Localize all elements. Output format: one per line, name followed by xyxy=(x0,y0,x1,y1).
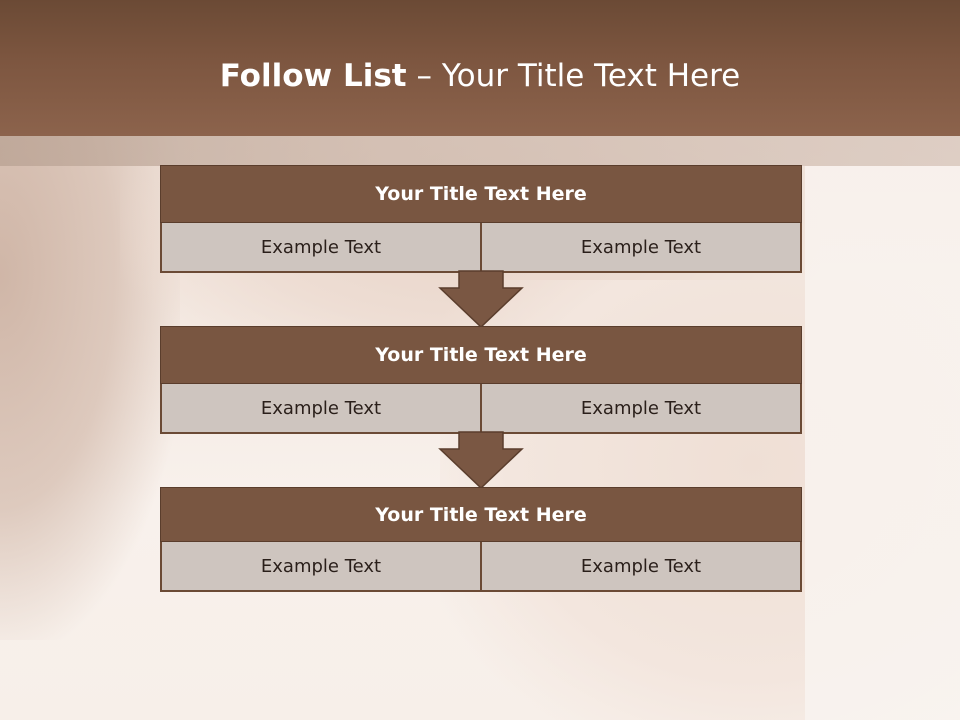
block-title: Your Title Text Here xyxy=(160,487,802,542)
block-row: Example Text Example Text xyxy=(160,384,802,434)
block-cell-right: Example Text xyxy=(480,384,802,434)
block-cell-right: Example Text xyxy=(480,223,802,273)
block-row: Example Text Example Text xyxy=(160,223,802,273)
list-block-2: Your Title Text Here Example Text Exampl… xyxy=(160,326,802,434)
block-title: Your Title Text Here xyxy=(160,326,802,384)
slide-title: Follow List – Your Title Text Here xyxy=(0,52,960,100)
slide-title-rest: – Your Title Text Here xyxy=(416,58,741,94)
block-row: Example Text Example Text xyxy=(160,542,802,592)
slide-title-bold: Follow List xyxy=(219,58,407,94)
list-block-3: Your Title Text Here Example Text Exampl… xyxy=(160,487,802,592)
block-cell-left: Example Text xyxy=(160,384,482,434)
down-arrow-icon xyxy=(438,431,524,489)
down-arrow-icon xyxy=(438,270,524,328)
title-bar: Follow List – Your Title Text Here xyxy=(0,0,960,136)
block-cell-right: Example Text xyxy=(480,542,802,592)
block-title: Your Title Text Here xyxy=(160,165,802,223)
background-light-panel xyxy=(805,166,960,720)
background-band xyxy=(0,136,960,166)
block-cell-left: Example Text xyxy=(160,223,482,273)
block-cell-left: Example Text xyxy=(160,542,482,592)
list-block-1: Your Title Text Here Example Text Exampl… xyxy=(160,165,802,273)
